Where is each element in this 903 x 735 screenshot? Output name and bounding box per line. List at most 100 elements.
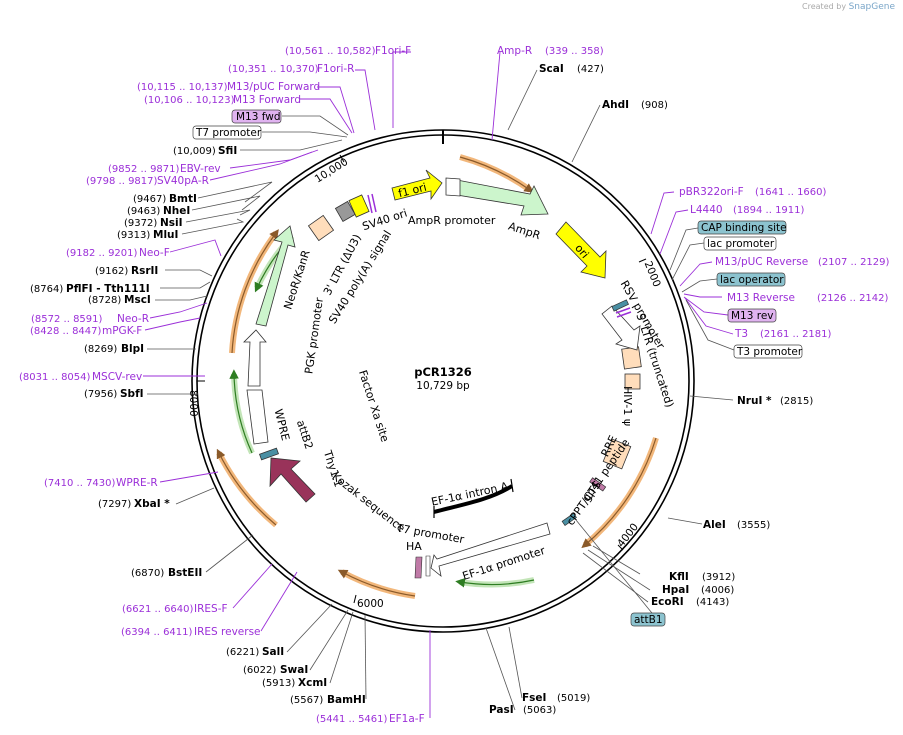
enzyme-name: KflI bbox=[669, 571, 689, 583]
lac-promoter-box: lac promoter bbox=[707, 238, 775, 250]
ampr-label: AmpR bbox=[507, 220, 543, 243]
ori-arrow bbox=[555, 221, 607, 279]
ampr-promoter-label: AmpR promoter bbox=[408, 214, 496, 227]
wpre-box bbox=[246, 389, 269, 445]
primer-range: (9852 .. 9871) bbox=[108, 164, 180, 175]
primer-name: M13 Forward bbox=[233, 94, 301, 106]
enzyme-pos: (908) bbox=[641, 100, 668, 111]
primer-range: (7410 .. 7430) bbox=[44, 478, 116, 489]
primer-range: (5441 .. 5461) bbox=[316, 714, 388, 725]
primer-name: SV40pA-R bbox=[157, 175, 209, 187]
enzyme-name: SbfI bbox=[120, 388, 144, 400]
enzyme-name: ScaI bbox=[539, 63, 564, 75]
primer-range: (1641 .. 1660) bbox=[755, 187, 827, 198]
primer-name: F1ori-F bbox=[375, 45, 411, 57]
enzyme-pos: (8764) bbox=[30, 284, 63, 295]
ha-label: HA bbox=[406, 540, 422, 553]
enzyme-pos: (4143) bbox=[696, 597, 729, 608]
primer-name: MSCV-rev bbox=[92, 371, 142, 383]
enzyme-name: BmtI bbox=[169, 193, 197, 205]
credit-prefix: Created by bbox=[802, 2, 847, 11]
feature-shapes bbox=[243, 169, 642, 579]
tick-8000: 8000 bbox=[187, 390, 199, 417]
t7-promoter-inner bbox=[425, 555, 431, 577]
primer-range: (10,351 .. 10,370) bbox=[228, 64, 319, 75]
enzyme-name: SwaI bbox=[280, 664, 308, 676]
rre-box bbox=[602, 438, 632, 470]
hiv-psi-label: HIV-1 ψ bbox=[621, 386, 634, 426]
plasmid-size: 10,729 bp bbox=[416, 380, 470, 392]
ef1a-intron-bar bbox=[433, 484, 514, 514]
enzyme-name: PasI bbox=[489, 704, 514, 716]
thy11-arrow bbox=[269, 457, 316, 503]
pgk-promoter-label: PGK promoter bbox=[302, 296, 326, 374]
enzyme-name: XbaI * bbox=[134, 498, 170, 510]
enzyme-name: XcmI bbox=[298, 677, 327, 689]
primer-name: EF1a-F bbox=[389, 713, 425, 725]
feature-labels: f1 ori AmpR promoter AmpR ori SV40 ori 3… bbox=[272, 181, 677, 583]
enzyme-pos: (9162) bbox=[95, 266, 128, 277]
t7-promoter-box: T7 promoter bbox=[195, 127, 262, 139]
enzyme-pos: (3912) bbox=[702, 572, 735, 583]
cap-binding-box: CAP binding site bbox=[701, 222, 787, 234]
enzyme-pos: (6221) bbox=[226, 647, 259, 658]
enzyme-name: PflFI - Tth111I bbox=[66, 283, 150, 295]
attb2-label: attB2 bbox=[294, 418, 316, 450]
factor-xa-label: Factor Xa site bbox=[356, 368, 392, 443]
ampr-promoter-box bbox=[445, 177, 461, 197]
enzyme-pos: (10,009) bbox=[173, 146, 216, 157]
primer-range: (6394 .. 6411) bbox=[121, 627, 193, 638]
enzyme-pos: (3555) bbox=[737, 520, 770, 531]
enzyme-name: RsrII bbox=[131, 265, 158, 277]
primer-range: (9798 .. 9817) bbox=[86, 176, 158, 187]
ampr-arrow bbox=[456, 179, 549, 216]
enzyme-name: SfiI bbox=[218, 145, 237, 157]
primer-labels: (10,561 .. 10,582) F1ori-F (10,351 .. 10… bbox=[19, 45, 890, 725]
enzyme-pos: (2815) bbox=[780, 396, 813, 407]
enzyme-pos: (5019) bbox=[557, 693, 590, 704]
enzyme-pos: (5063) bbox=[523, 705, 556, 716]
ef1a-promoter-arrow bbox=[430, 522, 551, 577]
primer-range: (2126 .. 2142) bbox=[817, 293, 889, 304]
primer-range: (1894 .. 1911) bbox=[733, 205, 805, 216]
enzyme-name: HpaI bbox=[662, 584, 689, 596]
primer-name: L4440 bbox=[690, 204, 723, 216]
gp41-box bbox=[589, 477, 607, 492]
primer-range: (8428 .. 8447) bbox=[30, 326, 102, 337]
enzyme-pos: (7956) bbox=[84, 389, 117, 400]
t3-promoter-box: T3 promoter bbox=[736, 346, 803, 358]
primer-range: (6621 .. 6640) bbox=[122, 604, 194, 615]
primer-name: mPGK-F bbox=[102, 325, 142, 337]
primer-range: (10,106 .. 10,123) bbox=[144, 95, 235, 106]
ha-box bbox=[414, 556, 423, 579]
primer-range: (339 .. 358) bbox=[545, 46, 604, 57]
enzyme-name: BstEII bbox=[168, 567, 202, 579]
enzyme-name: AleI bbox=[703, 519, 726, 531]
enzyme-name: AhdI bbox=[602, 99, 629, 111]
enzyme-pos: (9463) bbox=[127, 206, 160, 217]
neor-arrow bbox=[255, 225, 296, 327]
ltr5-box bbox=[621, 346, 642, 370]
enzyme-pos: (427) bbox=[577, 64, 604, 75]
m13-fwd-box: M13 fwd bbox=[236, 111, 281, 123]
primer-range: (8572 .. 8591) bbox=[31, 314, 103, 325]
primer-range: (10,561 .. 10,582) bbox=[285, 46, 376, 57]
sv40-ori-box bbox=[348, 194, 370, 218]
lac-operator-box-label: lac operator bbox=[720, 274, 784, 286]
primer-range: (10,115 .. 10,137) bbox=[137, 82, 228, 93]
enzyme-pos: (9313) bbox=[117, 230, 150, 241]
primer-name: Neo-F bbox=[139, 247, 170, 259]
primer-name: WPRE-R bbox=[116, 477, 158, 489]
enzyme-name: BlpI bbox=[121, 343, 144, 355]
enzyme-pos: (5913) bbox=[262, 678, 295, 689]
f1-ori-arrow bbox=[391, 169, 443, 201]
plasmid-name: pCR1326 bbox=[414, 365, 472, 379]
enzyme-pos: (8728) bbox=[88, 295, 121, 306]
m13-rev-box: M13 rev bbox=[731, 310, 774, 322]
enzyme-name: FseI bbox=[522, 692, 546, 704]
enzyme-name: NheI bbox=[163, 205, 190, 217]
enzyme-name: EcoRI bbox=[651, 596, 684, 608]
enzyme-pos: (6022) bbox=[243, 665, 276, 676]
enzyme-labels: ScaI (427) AhdI (908) NruI * (2815) AleI… bbox=[30, 63, 813, 716]
center-title: pCR1326 10,729 bp bbox=[414, 365, 472, 392]
